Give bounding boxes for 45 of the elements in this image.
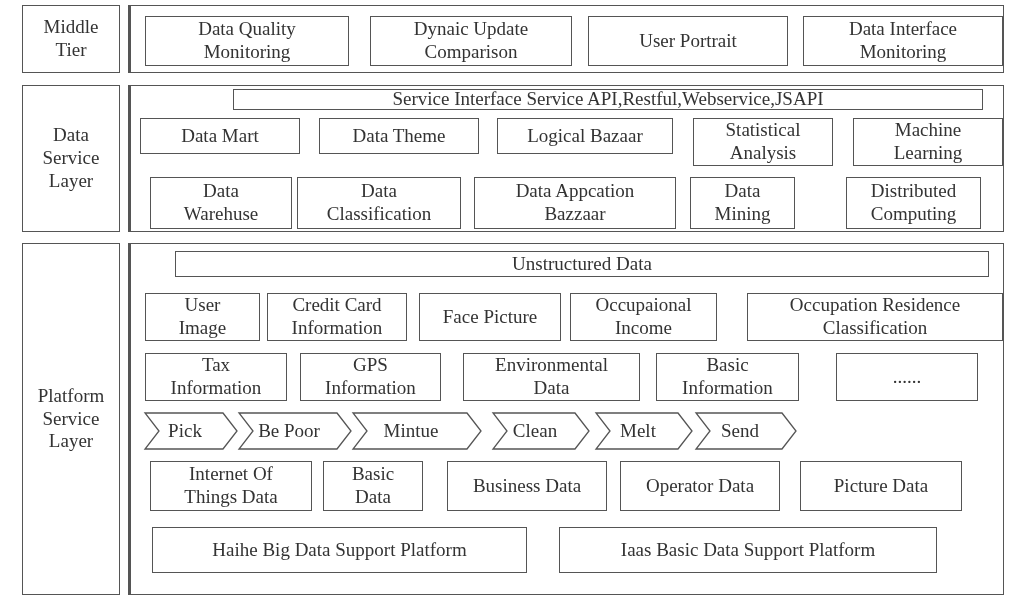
component-box: Data Quality Monitoring <box>145 16 349 66</box>
component-box: Business Data <box>447 461 607 511</box>
process-step: Pick <box>145 413 237 449</box>
component-box: Basic Data <box>323 461 423 511</box>
component-box: GPS Information <box>300 353 441 401</box>
component-box: Data Interface Monitoring <box>803 16 1003 66</box>
component-box: Credit Card Information <box>267 293 407 341</box>
component-box: User Image <box>145 293 260 341</box>
component-box: Unstructured Data <box>175 251 989 277</box>
process-step: Clean <box>493 413 589 449</box>
component-box: Operator Data <box>620 461 780 511</box>
component-box: Face Picture <box>419 293 561 341</box>
process-step: Be Poor <box>239 413 351 449</box>
component-box: Machine Learning <box>853 118 1003 166</box>
component-box: Occupation Residence Classification <box>747 293 1003 341</box>
component-box: Data Appcation Bazzaar <box>474 177 676 229</box>
process-step: Melt <box>596 413 692 449</box>
component-box: Iaas Basic Data Support Platform <box>559 527 937 573</box>
component-box: Internet Of Things Data <box>150 461 312 511</box>
component-box: Tax Information <box>145 353 287 401</box>
component-box: User Portrait <box>588 16 788 66</box>
component-box: Occupaional Income <box>570 293 717 341</box>
component-box: ...... <box>836 353 978 401</box>
layer-panel <box>128 243 1004 595</box>
component-box: Data Theme <box>319 118 479 154</box>
component-box: Basic Information <box>656 353 799 401</box>
layer-label-box: Platform Service Layer <box>22 243 120 595</box>
component-box: Distributed Computing <box>846 177 981 229</box>
component-box: Dynaic Update Comparison <box>370 16 572 66</box>
component-box: Haihe Big Data Support Platform <box>152 527 527 573</box>
component-box: Data Classification <box>297 177 461 229</box>
layer-label-box: Data Service Layer <box>22 85 120 232</box>
layer-panel <box>128 5 1004 73</box>
component-box: Data Mart <box>140 118 300 154</box>
process-step: Mintue <box>353 413 481 449</box>
component-box: Statistical Analysis <box>693 118 833 166</box>
layer-panel <box>128 85 1004 232</box>
component-box: Picture Data <box>800 461 962 511</box>
component-box: Service Interface Service API,Restful,Webservice,JSAPI <box>233 89 983 110</box>
component-box: Logical Bazaar <box>497 118 673 154</box>
component-box: Data Warehuse <box>150 177 292 229</box>
component-box: Environmental Data <box>463 353 640 401</box>
component-box: Data Mining <box>690 177 795 229</box>
layer-label-box: Middle Tier <box>22 5 120 73</box>
process-step: Send <box>696 413 796 449</box>
